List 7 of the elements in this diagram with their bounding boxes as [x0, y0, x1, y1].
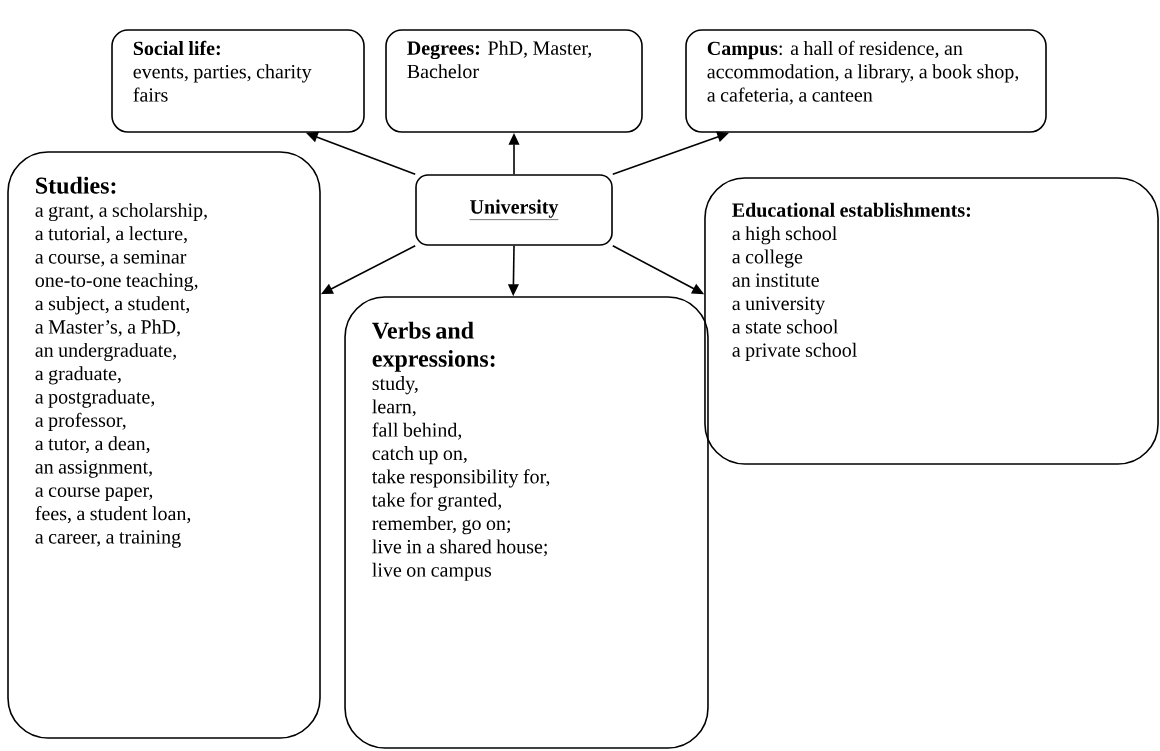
topic-box: Social life: events, parties, charity fairs — [111, 29, 365, 133]
topic-box: Degrees: PhD, Master, Bachelor — [385, 29, 643, 133]
topic-box: University — [415, 174, 613, 246]
topic-box: Educational establishments: a high school a college an institute a university a state school a private school — [704, 177, 1159, 465]
topic-box: Campus: a hall of residence, an accommodation, a library, a book shop, a cafeteria, a canteen — [685, 29, 1047, 133]
topic-box: Verbs and expressions: study, learn, fall behind, catch up on, take responsibility for, take for granted, remember, go on; live in a shared house; live on campus — [344, 296, 709, 749]
topic-box: Studies: a grant, a scholarship, a tutorial, a lecture, a course, a seminar one-to-one teaching, a subject, a student, a Master’s, a PhD, an undergraduate, a graduate, a postgraduate, a professor, a tutor, a dean, an assignment, a course paper, fees, a student loan, a career, a training — [7, 151, 321, 739]
